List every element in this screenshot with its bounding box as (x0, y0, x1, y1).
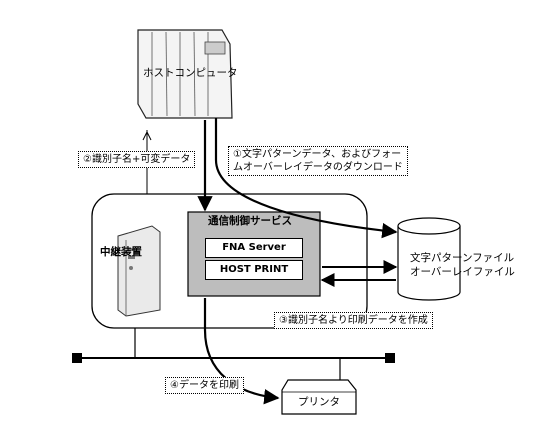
host-print-box: HOST PRINT (205, 260, 303, 280)
file-label-overlay: オーバーレイファイル (410, 266, 515, 278)
file-cylinder-icon (397, 217, 461, 301)
step3-callout: ③識別子名より印刷データを作成 (274, 312, 433, 329)
printer-icon (281, 379, 357, 415)
network-bus (72, 328, 395, 380)
step1-line1: ①文字パターンデータ、およびフォー (233, 149, 402, 160)
file-label-pattern: 文字パターンファイル (410, 252, 515, 264)
arrow-host-to-file (214, 118, 398, 239)
host-label: ホストコンピュータ (143, 67, 238, 79)
step1-line2: ムオーバーレイデータのダウンロード (233, 162, 403, 173)
relay-device-box (91, 193, 368, 329)
step1-callout: ①文字パターンデータ、およびフォー ムオーバーレイデータのダウンロード (228, 146, 408, 176)
step2-callout: ②識別子名+可変データ (78, 151, 196, 168)
service-title: 通信制御サービス (208, 215, 292, 227)
step4-callout: ④データを印刷 (165, 377, 244, 394)
server-tower-icon (117, 225, 161, 317)
relay-label: 中継装置 (100, 246, 142, 258)
fna-server-box: FNA Server (205, 238, 303, 258)
host-computer-icon (137, 29, 233, 119)
printer-label: プリンタ (298, 396, 340, 408)
arrow-service-to-printer (203, 298, 280, 405)
